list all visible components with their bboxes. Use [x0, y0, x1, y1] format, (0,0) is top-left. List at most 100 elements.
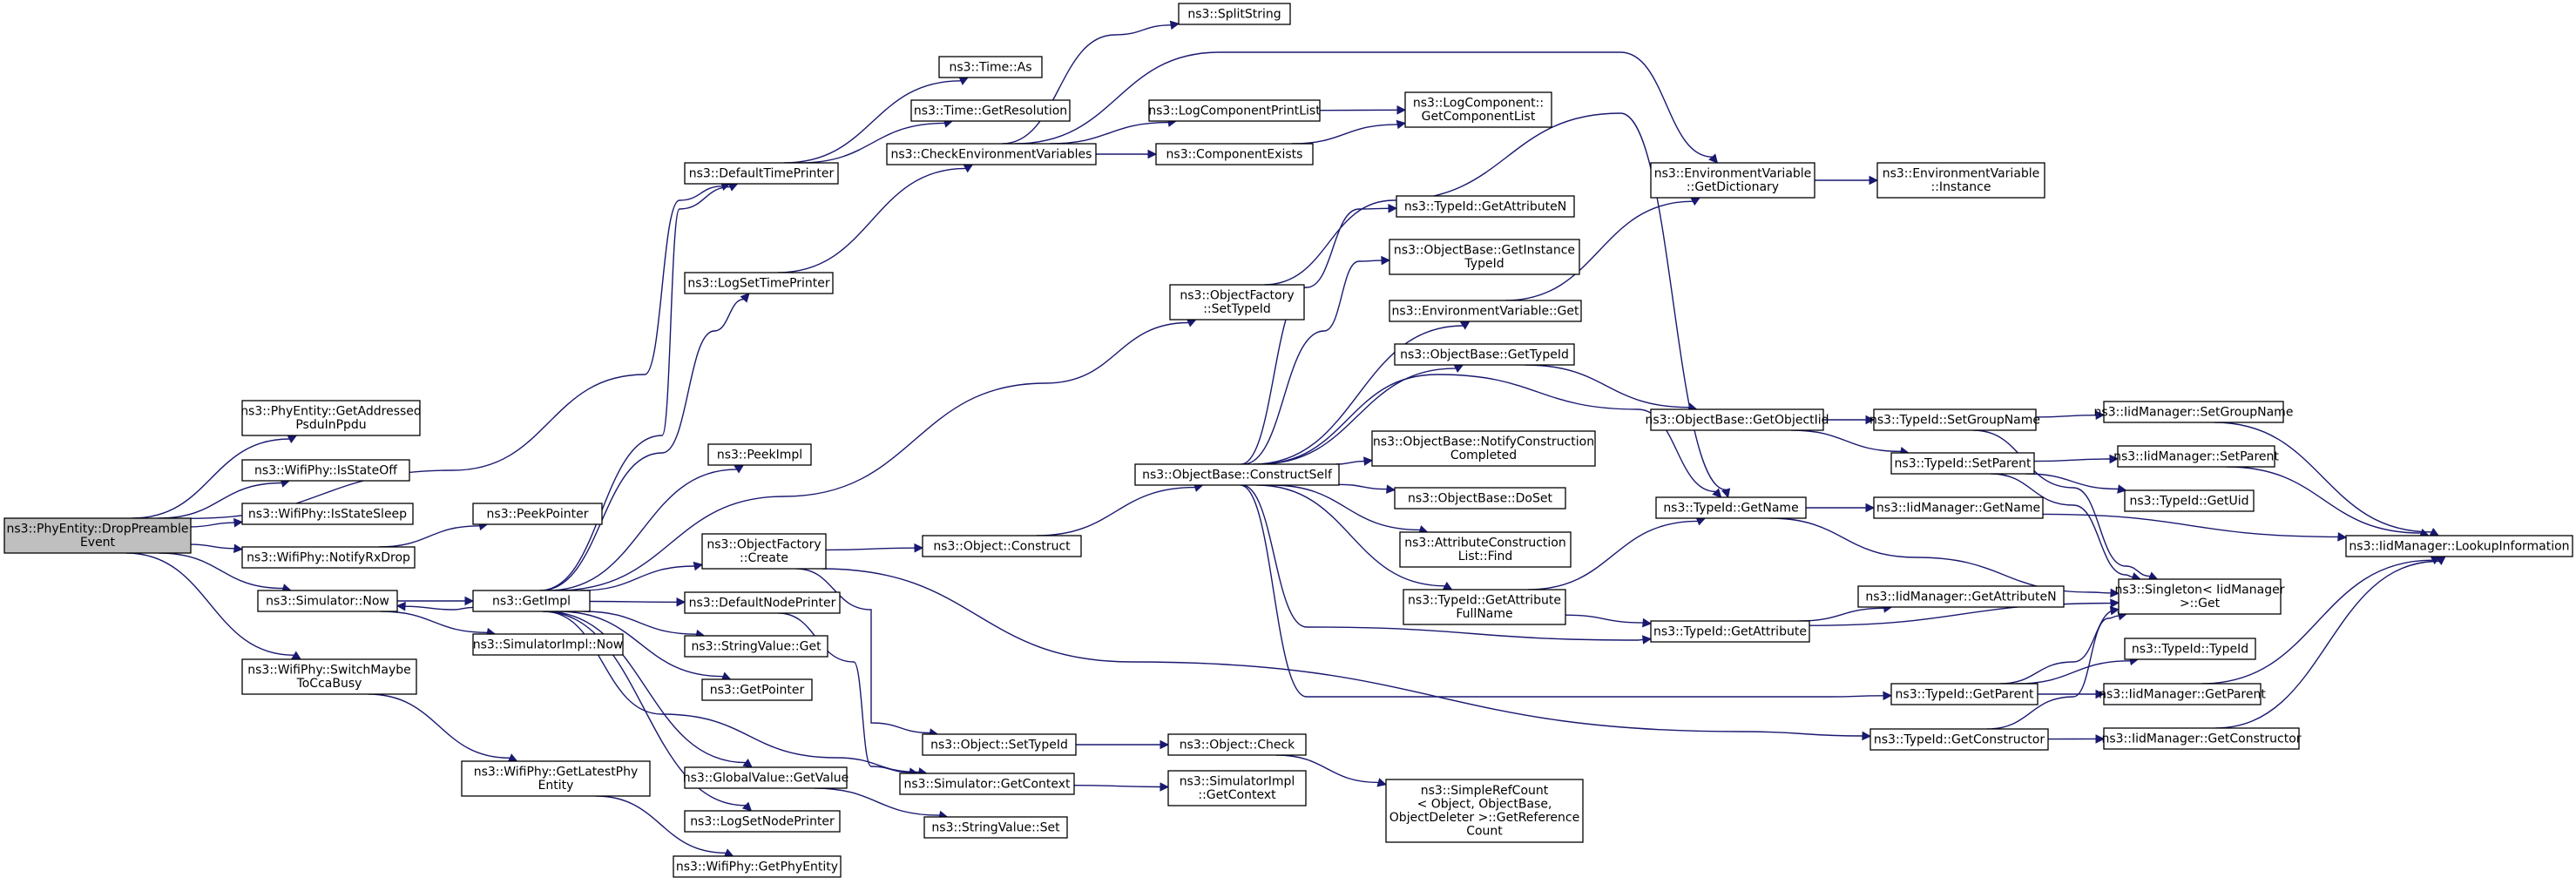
- node-simGetContext[interactable]: ns3::Simulator::GetContext: [899, 773, 1075, 795]
- node-box: [1650, 620, 1810, 643]
- node-singletonGet[interactable]: ns3::Singleton< IidManager>::Get: [2115, 578, 2285, 615]
- node-label: ns3::ObjectFactory: [1180, 289, 1294, 303]
- call-edge-obGetObjectIid-to-tidSetGroupName: [1823, 415, 1876, 425]
- node-box: [684, 162, 839, 185]
- node-objConstruct[interactable]: ns3::Object::Construct: [922, 535, 1082, 557]
- node-getPhyEntity[interactable]: ns3::WifiPhy::GetPhyEntity: [673, 855, 842, 878]
- node-componentExists[interactable]: ns3::ComponentExists: [1155, 143, 1314, 165]
- edge-line: [368, 693, 510, 759]
- node-tidGetAttributeN[interactable]: ns3::TypeId::GetAttributeN: [1396, 195, 1575, 218]
- call-edge-tidSetParent-to-iidSetParent: [2033, 454, 2120, 464]
- node-tidGetUid[interactable]: ns3::TypeId::GetUid: [2124, 489, 2255, 512]
- node-tidGetParent[interactable]: ns3::TypeId::GetParent: [1890, 683, 2038, 705]
- node-defaultNodePrinter[interactable]: ns3::DefaultNodePrinter: [684, 591, 841, 614]
- node-simImplNow[interactable]: ns3::SimulatorImpl::Now: [472, 633, 624, 656]
- call-edge-obGetTypeId-to-obGetObjectIid: [1525, 364, 1698, 412]
- node-ofSetTypeId[interactable]: ns3::ObjectFactory::SetTypeId: [1169, 284, 1305, 321]
- node-evGet[interactable]: ns3::EnvironmentVariable::Get: [1389, 300, 1582, 322]
- node-obGetObjectIid[interactable]: ns3::ObjectBase::GetObjectIid: [1645, 408, 1829, 431]
- node-iidGetParent[interactable]: ns3::IidManager::GetParent: [2099, 683, 2266, 705]
- node-tidGetName[interactable]: ns3::TypeId::GetName: [1655, 496, 1807, 519]
- edge-line: [821, 568, 1863, 737]
- node-defaultTimePrinter[interactable]: ns3::DefaultTimePrinter: [684, 162, 839, 185]
- node-logCompPrintList[interactable]: ns3::LogComponentPrintList: [1148, 99, 1321, 122]
- call-edge-logCompPrintList-to-logCompGetList: [1319, 105, 1407, 115]
- node-stringValueGet[interactable]: ns3::StringValue::Get: [684, 635, 828, 658]
- node-isStateSleep[interactable]: ns3::WifiPhy::IsStateSleep: [241, 503, 414, 525]
- node-peekImpl[interactable]: ns3::PeekImpl: [707, 443, 812, 466]
- node-objSetTypeId[interactable]: ns3::Object::SetTypeId: [922, 733, 1077, 756]
- arrowhead-icon: [1442, 581, 1453, 590]
- node-getImpl[interactable]: ns3::GetImpl: [472, 590, 591, 612]
- node-iidGetName[interactable]: ns3::IidManager::GetName: [1873, 496, 2044, 519]
- edge-line: [583, 611, 697, 635]
- node-label: ns3::ObjectBase::GetInstance: [1394, 244, 1575, 258]
- node-gvGetValue[interactable]: ns3::GlobalValue::GetValue: [683, 766, 849, 789]
- edge-line: [378, 525, 480, 548]
- node-simNow[interactable]: ns3::Simulator::Now: [257, 590, 398, 612]
- node-simImplGetContext[interactable]: ns3::SimulatorImpl::GetContext: [1167, 770, 1307, 806]
- node-iidGetConstructor[interactable]: ns3::IidManager::GetConstructor: [2101, 727, 2302, 750]
- call-edge-evGetDictionary-to-evInstance: [1815, 175, 1879, 186]
- node-obNotifyConstruction[interactable]: ns3::ObjectBase::NotifyConstructionCompl…: [1371, 430, 1596, 467]
- node-logCompGetList[interactable]: ns3::LogComponent::GetComponentList: [1404, 91, 1552, 128]
- node-box: [922, 733, 1077, 756]
- node-box: [1371, 430, 1596, 467]
- node-timeGetRes[interactable]: ns3::Time::GetResolution: [910, 99, 1071, 122]
- arrowhead-icon: [287, 435, 298, 444]
- node-simpleRefCount[interactable]: ns3::SimpleRefCount< Object, ObjectBase,…: [1385, 779, 1584, 843]
- call-edge-objSetTypeId-to-objCheck: [1076, 739, 1170, 750]
- node-label: ns3::PeekImpl: [717, 448, 802, 462]
- node-label: ns3::LogComponentPrintList: [1148, 104, 1321, 118]
- node-tidGetConstructor[interactable]: ns3::TypeId::GetConstructor: [1869, 728, 2049, 751]
- node-box: [1890, 452, 2035, 475]
- node-logSetNodePrinter[interactable]: ns3::LogSetNodePrinter: [684, 810, 841, 833]
- node-tidSetGroupName[interactable]: ns3::TypeId::SetGroupName: [1869, 408, 2040, 431]
- node-label: ns3::ObjectBase::GetTypeId: [1400, 348, 1569, 361]
- node-isStateOff[interactable]: ns3::WifiPhy::IsStateOff: [241, 459, 410, 482]
- node-notifyRxDrop[interactable]: ns3::WifiPhy::NotifyRxDrop: [241, 546, 416, 569]
- node-ofCreate[interactable]: ns3::ObjectFactory::Create: [701, 533, 827, 570]
- call-edge-getImpl-to-defaultNodePrinter: [589, 597, 686, 607]
- node-tidTypeId[interactable]: ns3::TypeId::TypeId: [2124, 638, 2256, 660]
- node-tidGetAttribute[interactable]: ns3::TypeId::GetAttribute: [1650, 620, 1810, 643]
- node-evInstance[interactable]: ns3::EnvironmentVariable::Instance: [1876, 162, 2045, 199]
- call-edge-constructSelf-to-tidGetParent: [1240, 484, 1893, 701]
- call-edge-tidSetGroupName-to-iidSetGroupName: [2035, 410, 2106, 421]
- node-iidLookupInfo[interactable]: ns3::IidManager::LookupInformation: [2345, 535, 2573, 557]
- node-stringValueSet[interactable]: ns3::StringValue::Set: [923, 816, 1068, 839]
- edge-line: [1791, 429, 1902, 452]
- arrowhead-icon: [1388, 204, 1398, 213]
- node-obGetTypeId[interactable]: ns3::ObjectBase::GetTypeId: [1394, 343, 1575, 366]
- node-peekPointer[interactable]: ns3::PeekPointer: [472, 503, 603, 525]
- node-splitString[interactable]: ns3::SplitString: [1178, 3, 1291, 25]
- node-evGetDictionary[interactable]: ns3::EnvironmentVariable::GetDictionary: [1650, 162, 1815, 199]
- node-objCheck[interactable]: ns3::Object::Check: [1167, 733, 1307, 756]
- node-iidGetAttributeN[interactable]: ns3::IidManager::GetAttributeN: [1857, 585, 2065, 608]
- node-label: >::Get: [2180, 597, 2221, 611]
- node-obDoSet[interactable]: ns3::ObjectBase::DoSet: [1394, 487, 1566, 509]
- node-label: ns3::Object::Construct: [933, 539, 1071, 553]
- node-box: [241, 459, 410, 482]
- node-label: FullName: [1456, 607, 1512, 621]
- node-getPointer[interactable]: ns3::GetPointer: [701, 678, 813, 701]
- node-checkEnv[interactable]: ns3::CheckEnvironmentVariables: [886, 143, 1097, 165]
- node-box: [684, 766, 848, 789]
- node-logSetTimePrinter[interactable]: ns3::LogSetTimePrinter: [684, 272, 834, 294]
- node-iidSetParent[interactable]: ns3::IidManager::SetParent: [2113, 445, 2279, 468]
- node-timeAs[interactable]: ns3::Time::As: [938, 56, 1043, 78]
- node-iidSetGroupName[interactable]: ns3::IidManager::SetGroupName: [2094, 401, 2294, 423]
- node-label: ns3::EnvironmentVariable::Get: [1392, 304, 1579, 318]
- edge-line: [1002, 24, 1172, 145]
- node-constructSelf[interactable]: ns3::ObjectBase::ConstructSelf: [1134, 463, 1340, 486]
- edge-line: [547, 469, 737, 591]
- node-tidSetParent[interactable]: ns3::TypeId::SetParent: [1890, 452, 2035, 475]
